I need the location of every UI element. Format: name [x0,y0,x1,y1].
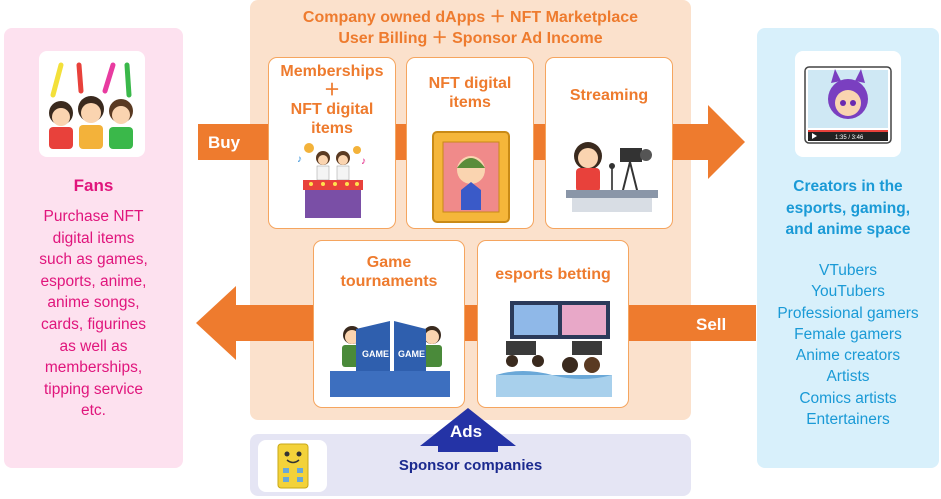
streaming-label: Streaming [569,87,649,104]
svg-text:♪: ♪ [297,154,302,165]
creators-list: VTubers YouTubers Professional gamers Fe… [777,262,919,429]
nft-label: NFT digital items [428,75,512,111]
platform-title: Company owned dApps ＋ NFT Marketplace Us… [302,9,639,47]
sponsor-label: Sponsor companies [398,457,543,474]
betting-card: esports betting [477,240,629,408]
memberships-card: Memberships ＋ NFT digital items ♪♪ [268,57,396,229]
buy-label: Buy [208,133,241,152]
vtuber-video-illustration: 1:35 / 3:46 [804,66,892,144]
creators-title: Creators in the esports, gaming, and ani… [785,178,911,238]
betting-label: esports betting [495,266,611,283]
sell-label: Sell [696,315,727,334]
streaming-card: Streaming [545,57,673,229]
streamer-illustration [566,142,658,212]
game-left-text: GAME [362,349,389,359]
memberships-label: Memberships ＋ NFT digital items [280,63,384,137]
video-time-text: 1:35 / 3:46 [835,135,864,141]
tournaments-label: Game tournaments [340,254,438,290]
fans-title: Fans [73,176,114,195]
cheering-fans-illustration [49,62,133,149]
ads-arrow [420,408,516,452]
esports-arena-illustration [496,301,612,397]
fans-description: Purchase NFT digital items such as games… [39,208,148,420]
sponsor-icon [258,440,327,492]
game-tournament-illustration: GAME GAME [330,321,450,397]
nft-card: NFT digital items [406,57,534,229]
ads-label: Ads [449,422,483,441]
creators-icon: 1:35 / 3:46 [795,51,901,157]
tournaments-card: Game tournaments GAME GAME [313,240,465,408]
sell-arrow [196,286,756,360]
building-mascot-illustration [277,443,309,489]
fans-icon [39,51,145,157]
svg-text:♪: ♪ [361,156,366,167]
game-right-text: GAME [398,349,425,359]
idol-stage-illustration: ♪♪ [297,143,366,218]
framed-art-illustration [432,131,510,223]
